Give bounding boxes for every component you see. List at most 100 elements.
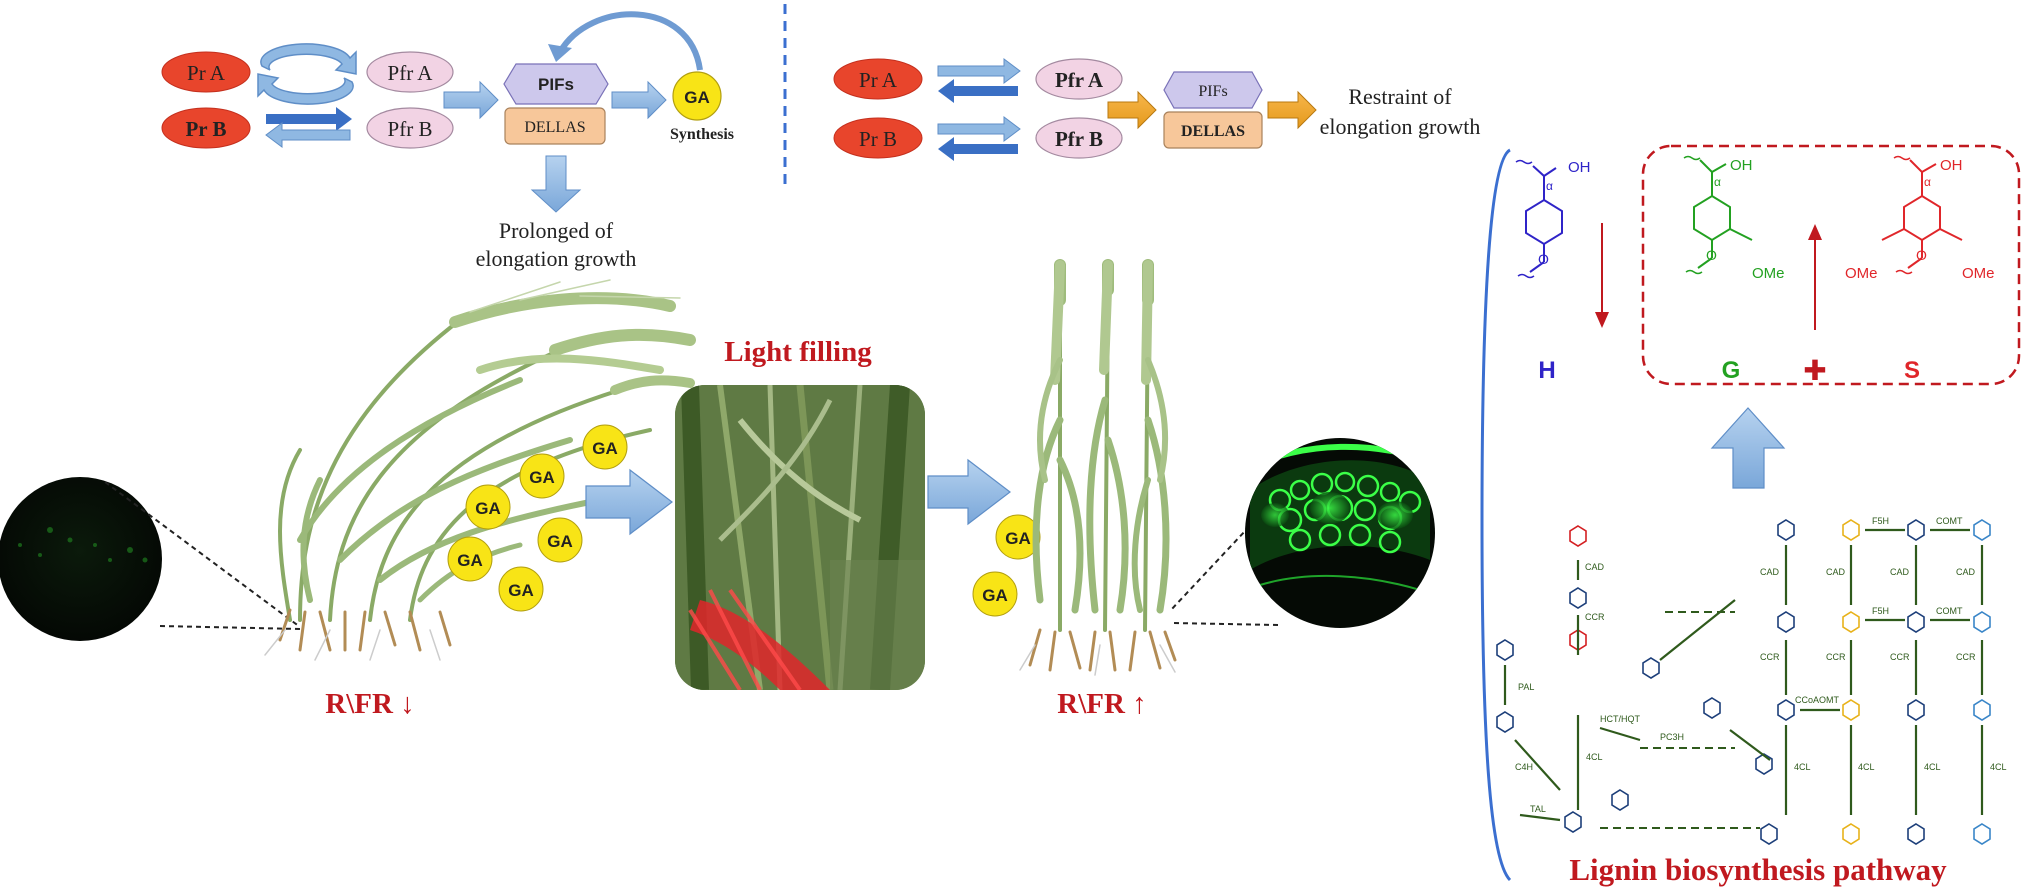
enzyme-label: PC3H	[1660, 732, 1684, 742]
feedback-arrow-icon	[557, 11, 703, 71]
arrow-to-ga-icon	[611, 80, 667, 120]
pfr-b-label-right: Pfr B	[1055, 127, 1103, 151]
restraint-line2: elongation growth	[1320, 114, 1481, 139]
s-alpha-label: α	[1924, 175, 1931, 189]
monomer-h-label: H	[1538, 357, 1555, 384]
enzyme-label: 4CL	[1990, 762, 2007, 772]
ga-synthesis-circle	[672, 71, 722, 121]
arrow-to-pifs-icon	[443, 80, 499, 120]
monomer-h-structure	[1515, 159, 1563, 279]
left-wheat-plants	[264, 279, 696, 661]
pfr-a-ellipse-right	[1035, 58, 1123, 100]
ga-text: GA	[592, 439, 618, 458]
h-down-arrowhead-icon	[1595, 312, 1609, 328]
enzyme-label: CCR	[1585, 612, 1605, 622]
ga-circle	[972, 571, 1018, 617]
enzyme-label: CCR	[1826, 652, 1846, 662]
prolonged-line2: elongation growth	[476, 246, 637, 271]
enzyme-label: CCoAOMT	[1795, 695, 1840, 705]
ga-text: GA	[529, 468, 555, 487]
enzyme-label: 4CL	[1794, 762, 1811, 772]
enzyme-label: CAD	[1890, 567, 1910, 577]
left-callout-line-2	[159, 625, 301, 630]
enzyme-label: C4H	[1515, 762, 1533, 772]
ga-circles-left: GA GA GA GA GA GA	[447, 424, 628, 612]
enzyme-label: F5H	[1872, 516, 1889, 526]
h-o-label: O	[1538, 251, 1549, 267]
left-microscopy-circle	[0, 477, 162, 641]
synthesis-label: Synthesis	[670, 126, 734, 143]
right-wheat-plants	[1019, 259, 1177, 676]
rfr-up-label: R\FR ↑	[1057, 688, 1146, 720]
ga-text: GA	[982, 586, 1008, 605]
exchange-arrows-b-icon	[937, 116, 1021, 161]
ga-text: GA	[1005, 529, 1031, 548]
g-alpha-label: α	[1714, 175, 1721, 189]
ga-text: GA	[547, 532, 573, 551]
light-filling-title: Light filling	[724, 336, 872, 368]
dellas-label-right: DELLAS	[1181, 123, 1245, 140]
right-microscopy-circle	[1245, 438, 1435, 628]
ga-circle	[519, 453, 565, 499]
enzyme-label: CCR	[1760, 652, 1780, 662]
enzyme-label: COMT	[1936, 516, 1963, 526]
enzyme-label: 4CL	[1924, 762, 1941, 772]
h-oh-label: OH	[1568, 159, 1591, 176]
ga-circle	[465, 484, 511, 530]
pr-a-label: Pr A	[187, 61, 226, 85]
s-oh-label: OH	[1940, 157, 1963, 174]
feedback-arrowhead-icon	[548, 44, 572, 62]
left-callout-line-1	[104, 481, 301, 628]
top-right-signaling-panel: Pr A Pr B Pfr A Pfr B PIFs DELLAS Restra…	[833, 58, 1481, 161]
pr-a-ellipse-right	[833, 58, 923, 100]
field-photo	[675, 385, 925, 690]
plus-icon: ✚	[1803, 355, 1826, 386]
ga-text: GA	[475, 499, 501, 518]
pr-b-label-right: Pr B	[859, 127, 897, 151]
enzyme-label: CAD	[1585, 562, 1605, 572]
ga-synthesis-label: GA	[684, 88, 710, 107]
lignin-pathway-schematic	[1496, 519, 1991, 845]
pathway-enzyme-labels: PAL C4H TAL 4CL HCT/HQT PC3H CCoAOMT CCR…	[1515, 516, 2007, 814]
ga-circle	[995, 514, 1041, 560]
pfr-b-ellipse	[366, 107, 454, 149]
restraint-line1: Restraint of	[1348, 84, 1452, 109]
enzyme-label: 4CL	[1586, 752, 1603, 762]
orange-arrow-to-pifs-icon	[1107, 90, 1157, 130]
pr-a-ellipse	[161, 51, 251, 93]
exchange-arrows-icon	[265, 107, 352, 148]
cycle-arrows-icon	[257, 43, 357, 105]
pifs-label-right: PIFs	[1198, 83, 1227, 100]
ga-circle	[537, 517, 583, 563]
monomer-g-label: G	[1722, 357, 1741, 384]
ga-circle	[447, 536, 493, 582]
monomer-g-structure	[1683, 155, 1753, 275]
ga-circles-right: GA GA	[972, 514, 1041, 617]
lignin-pathway-title: Lignin biosynthesis pathway	[1569, 852, 1947, 887]
pfr-a-label-right: Pfr A	[1055, 68, 1104, 92]
enzyme-label: CAD	[1826, 567, 1846, 577]
enzyme-label: COMT	[1936, 606, 1963, 616]
enzyme-label: CAD	[1956, 567, 1976, 577]
pifs-label: PIFs	[538, 75, 574, 94]
enzyme-label: PAL	[1518, 682, 1534, 692]
enzyme-label: CCR	[1956, 652, 1976, 662]
monomer-s-structure	[1881, 155, 1963, 275]
s-ome-right-label: OMe	[1962, 265, 1995, 282]
pr-b-label: Pr B	[185, 117, 226, 141]
enzyme-label: CAD	[1760, 567, 1780, 577]
pifs-box-right	[1163, 71, 1263, 109]
pfr-b-ellipse-right	[1035, 117, 1123, 159]
rfr-down-label: R\FR ↓	[325, 688, 414, 720]
orange-arrow-to-result-icon	[1267, 90, 1317, 130]
dellas-box-right	[1163, 111, 1263, 149]
exchange-arrows-a-icon	[937, 58, 1021, 103]
ga-circle	[498, 566, 544, 612]
pfr-b-label: Pfr B	[388, 117, 433, 141]
s-ome-left-label: OMe	[1845, 265, 1878, 282]
prolonged-line1: Prolonged of	[499, 218, 614, 243]
ga-text: GA	[457, 551, 483, 570]
g-oh-label: OH	[1730, 157, 1753, 174]
enzyme-label: HCT/HQT	[1600, 714, 1640, 724]
